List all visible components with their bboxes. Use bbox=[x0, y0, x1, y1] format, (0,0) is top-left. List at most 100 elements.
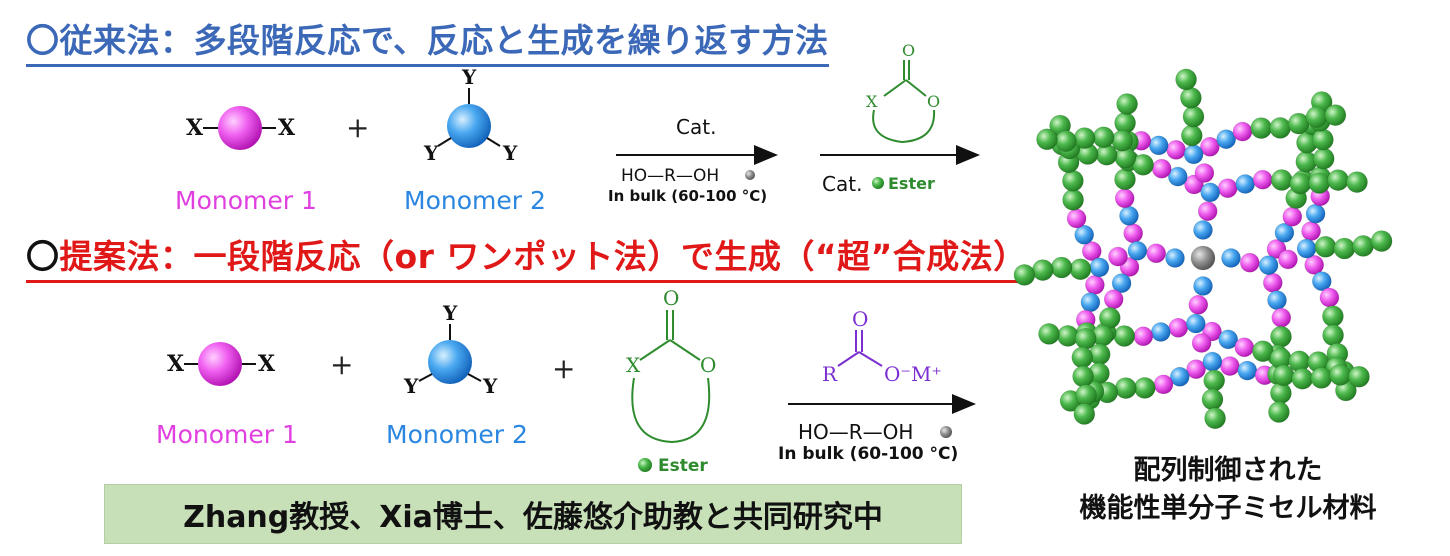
ester-bead bbox=[1204, 407, 1226, 430]
bulk-condition-label: In bulk (60-100 °C) bbox=[778, 444, 959, 464]
svg-text:O: O bbox=[700, 353, 716, 377]
svg-text:O: O bbox=[663, 286, 679, 310]
monomer1-bead bbox=[1271, 307, 1292, 328]
monomer1-bead bbox=[1220, 356, 1240, 376]
diol-core-dot bbox=[745, 170, 755, 180]
ester-bead bbox=[1062, 189, 1084, 211]
ester-bead bbox=[1270, 169, 1293, 191]
cyclic-ester-row1: O X O bbox=[866, 41, 940, 144]
ester-bead bbox=[1268, 401, 1290, 423]
monomer2-bead bbox=[1267, 290, 1287, 311]
ester-bead bbox=[1036, 128, 1058, 151]
monomer1-bead bbox=[1186, 359, 1206, 380]
monomer1-bead bbox=[1166, 140, 1186, 160]
monomer2-bead bbox=[1237, 360, 1258, 381]
ester-dot bbox=[638, 458, 652, 472]
proposed-method-text: 提案法：一段階反応（or ワンポット法）で生成（“超”合成法） bbox=[59, 237, 1027, 276]
ester-bead bbox=[1352, 235, 1374, 257]
monomer2-sphere bbox=[428, 340, 472, 384]
proposed-method-heading: 〇提案法：一段階反応（or ワンポット法）で生成（“超”合成法） bbox=[26, 230, 1027, 283]
ester-bead bbox=[1134, 377, 1156, 399]
ester-bead bbox=[1201, 388, 1224, 411]
ester-bead bbox=[1348, 365, 1370, 388]
ester-bead bbox=[1113, 325, 1136, 347]
monomer2-bead bbox=[1296, 238, 1317, 259]
ester-bead bbox=[1324, 104, 1347, 126]
catalyst-label: Cat. bbox=[676, 115, 717, 139]
ester-bead bbox=[1370, 230, 1393, 252]
ester-bead bbox=[1115, 377, 1137, 399]
x-label: X bbox=[278, 115, 296, 141]
monomer2-bead bbox=[1305, 203, 1326, 224]
monomer1-bead bbox=[1197, 201, 1218, 221]
y-label: Y bbox=[403, 374, 419, 398]
monomer2-bead bbox=[1111, 273, 1132, 294]
y-label: Y bbox=[461, 65, 477, 89]
monomer2-sphere bbox=[447, 104, 491, 148]
monomer1-bead bbox=[1168, 317, 1189, 338]
ester-bead bbox=[1092, 126, 1115, 149]
caption-line-1: 配列制御された bbox=[1133, 455, 1323, 486]
ester-bead bbox=[1310, 367, 1333, 389]
monomer1-bead bbox=[1103, 289, 1124, 310]
ester-bead bbox=[1114, 112, 1136, 134]
svg-text:X: X bbox=[626, 353, 641, 377]
ester-bead bbox=[1312, 128, 1334, 151]
ester-bead bbox=[1327, 169, 1349, 191]
circle-mark: 〇 bbox=[26, 237, 60, 276]
monomer2-bead bbox=[1183, 144, 1204, 165]
cyclic-ester-row2: O X O bbox=[626, 286, 716, 444]
monomer2-bead bbox=[1148, 135, 1169, 156]
diol-label: HO—R—OH bbox=[798, 420, 914, 444]
ester-bead bbox=[1013, 264, 1036, 286]
ester-bead bbox=[1062, 170, 1084, 192]
ester-bead bbox=[1308, 172, 1331, 194]
monomer2-bead bbox=[1218, 329, 1238, 350]
ester-bead bbox=[1312, 147, 1335, 170]
ester-bead bbox=[1314, 236, 1337, 258]
ester-label: Ester bbox=[658, 456, 708, 476]
monomer2-bead bbox=[1165, 248, 1185, 268]
ester-bead bbox=[1346, 171, 1368, 193]
ester-bead bbox=[1270, 382, 1292, 404]
monomer1-bead bbox=[1232, 121, 1253, 142]
monomer2-bead bbox=[1202, 351, 1223, 372]
ester-bead bbox=[1069, 258, 1092, 281]
monomer2-bead bbox=[1216, 129, 1236, 149]
monomer2-bead bbox=[1193, 276, 1213, 296]
ester-bead bbox=[1181, 124, 1203, 147]
plus-sign: + bbox=[330, 348, 353, 381]
monomer2-bead bbox=[1186, 313, 1206, 334]
monomer2-bead bbox=[1235, 174, 1255, 194]
ester-bead bbox=[1289, 172, 1312, 195]
ester-bead bbox=[1057, 325, 1079, 347]
x-label: X bbox=[167, 351, 185, 377]
monomer2-bead bbox=[1193, 220, 1213, 240]
ester-bead bbox=[1032, 259, 1054, 281]
ester-bead bbox=[1322, 324, 1344, 347]
ester-bead bbox=[1071, 346, 1094, 369]
ester-dot bbox=[872, 177, 884, 189]
svg-text:O: O bbox=[902, 41, 915, 60]
ester-bead bbox=[1329, 364, 1351, 386]
monomer1-bead bbox=[1200, 137, 1220, 157]
monomer1-bead bbox=[1133, 326, 1154, 347]
ester-bead bbox=[1050, 256, 1073, 279]
monomer2-bead bbox=[1080, 292, 1101, 313]
y-label: Y bbox=[502, 141, 518, 165]
ester-bead bbox=[1073, 403, 1096, 425]
svg-text:O⁻M⁺: O⁻M⁺ bbox=[884, 362, 942, 386]
monomer1-bead bbox=[1240, 252, 1260, 273]
svg-text:O: O bbox=[927, 92, 940, 111]
monomer1-bead bbox=[1114, 188, 1135, 209]
ester-bead bbox=[1175, 68, 1197, 91]
ester-bead bbox=[1073, 127, 1096, 149]
monomer1-bead bbox=[1085, 275, 1105, 295]
conventional-method-heading: 〇従来法：多段階反応で、反応と生成を繰り返す方法 bbox=[26, 14, 829, 67]
monomer2-bead bbox=[1312, 271, 1332, 292]
monomer2-bead bbox=[1168, 166, 1188, 187]
ester-bead bbox=[1180, 87, 1202, 109]
diol-core-dot bbox=[940, 426, 952, 438]
circle-mark: 〇 bbox=[26, 21, 60, 60]
